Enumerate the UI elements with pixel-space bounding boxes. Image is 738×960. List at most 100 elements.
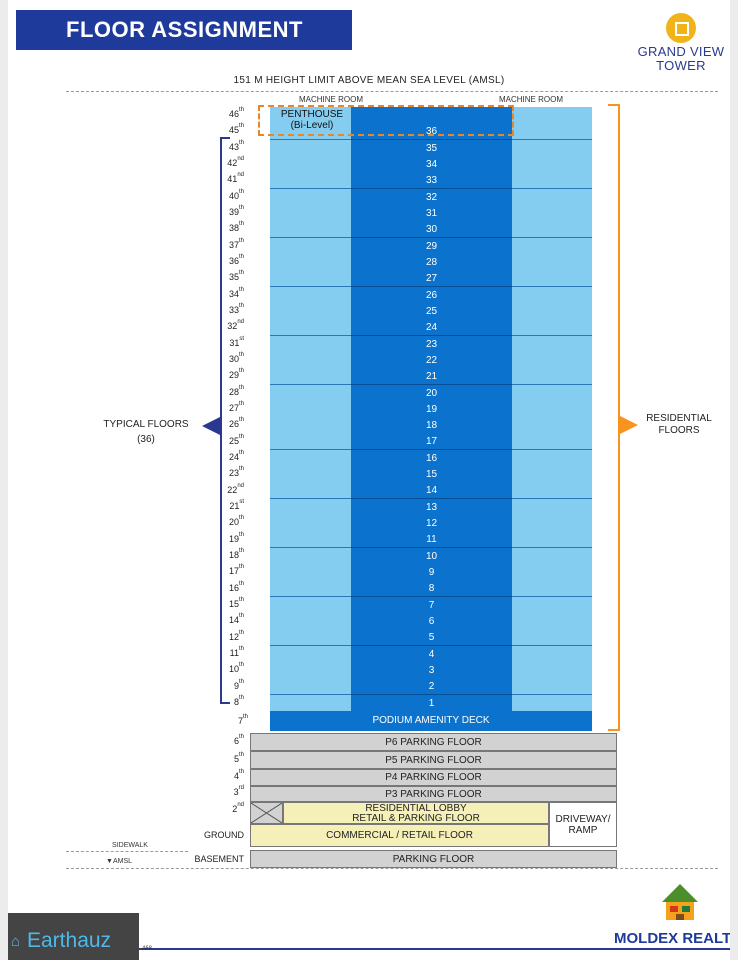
floor-ordinal: nd: [237, 172, 244, 179]
tower-right-unit: [512, 155, 592, 173]
floor-ordinal: th: [238, 734, 244, 740]
tower-left-unit: [270, 433, 351, 451]
tower-left-unit: [270, 188, 351, 206]
tower-left-unit: [270, 335, 351, 353]
tower-floor-number: 15: [351, 466, 512, 484]
typical-floors-count: (36): [137, 434, 155, 445]
penthouse-line-1: PENTHOUSE: [280, 109, 344, 120]
floor-number: 10: [228, 664, 239, 675]
tower-floor-number: 12: [351, 515, 512, 533]
tower-left-unit: [270, 302, 351, 320]
floor-number: 6: [233, 736, 239, 746]
tower-right-unit: [512, 139, 592, 157]
floor-ordinal: th: [238, 352, 244, 359]
parking-floor-p6: P6 PARKING FLOOR: [250, 733, 617, 751]
floor-ordinal: th: [238, 221, 244, 228]
floor-label: 36th: [194, 254, 244, 266]
tower-left-unit: [270, 596, 351, 614]
tower-right-unit: [512, 123, 592, 141]
floor-number: 16: [228, 582, 239, 593]
floor-number: 3: [233, 787, 239, 797]
podium-amenity-deck: PODIUM AMENITY DECK: [270, 711, 592, 731]
floor-label: 24th: [194, 450, 244, 462]
tower-right-unit: [512, 449, 592, 467]
tower-right-unit: [512, 613, 592, 631]
floor-label: 42nd: [194, 156, 244, 168]
floor-label: 33th: [194, 303, 244, 315]
tower-right-unit: [512, 629, 592, 647]
floor-label: 31st: [194, 336, 244, 348]
footer-rule: [60, 948, 730, 950]
tower-left-unit: [270, 417, 351, 435]
floor-number: 31: [229, 337, 240, 348]
basement-parking-floor: PARKING FLOOR: [250, 850, 617, 868]
tower-left-unit: [270, 580, 351, 598]
tower-left-unit: [270, 466, 351, 484]
tower-left-unit: [270, 613, 351, 631]
tower-right-unit: [512, 188, 592, 206]
amsl-label: AMSL: [112, 858, 132, 865]
floor-label: 29th: [194, 368, 244, 380]
tower-right-unit: [512, 596, 592, 614]
floor-number: 11: [229, 647, 239, 658]
house-icon: ⌂: [11, 933, 21, 950]
tower-floor-number: 16: [351, 449, 512, 467]
tower-floor-number: 21: [351, 368, 512, 386]
floor-label: 25th: [194, 434, 244, 446]
floor-label: 41nd: [194, 172, 244, 184]
tower-right-unit: [512, 221, 592, 239]
tower-right-unit: [512, 466, 592, 484]
tower-right-unit: [512, 302, 592, 320]
tower-left-unit: [270, 645, 351, 663]
residential-floors-bracket: [608, 104, 620, 731]
tower-right-unit: [512, 662, 592, 680]
watermark-badge: ⌂ Earthauz: [8, 913, 139, 960]
floor-label: 35th: [194, 270, 244, 283]
tower-left-unit: [270, 384, 351, 402]
floor-number: 32: [227, 321, 238, 332]
floor-number: 28: [228, 386, 239, 397]
tower-right-unit: [512, 417, 592, 435]
tower-right-unit: [512, 433, 592, 451]
floor-number: 27: [228, 403, 239, 413]
driveway-ramp: DRIVEWAY/ RAMP: [549, 802, 617, 847]
tower-right-unit: [512, 172, 592, 190]
floor-number: 30: [228, 354, 239, 365]
floor-number: 35: [228, 272, 239, 283]
tower-right-unit: [512, 498, 592, 516]
amsl-line: [66, 868, 718, 869]
machine-room-left-label: MACHINE ROOM: [299, 95, 363, 104]
floor-label: 39th: [194, 205, 244, 218]
parking-floor-p3: P3 PARKING FLOOR: [250, 786, 617, 802]
floor-number: 17: [228, 566, 239, 577]
floor-number: 7: [237, 716, 243, 726]
watermark-text: Earthauz: [27, 929, 112, 952]
tower-floor-number: 27: [351, 270, 512, 288]
floor-number: 14: [228, 615, 239, 626]
tower-floor-number: 13: [351, 498, 512, 516]
floor-ordinal: th: [238, 645, 244, 652]
floor-label: 15th: [194, 596, 244, 609]
floor-label: 32nd: [194, 319, 244, 332]
floor-number: 39: [228, 207, 239, 218]
floor-label-basement: BASEMENT: [194, 854, 244, 864]
floor-ordinal: th: [238, 596, 244, 603]
floor-ordinal: th: [238, 401, 244, 407]
tower-right-unit: [512, 400, 592, 418]
parking-floor-p5: P5 PARKING FLOOR: [250, 751, 617, 769]
floor-ordinal: th: [238, 188, 244, 195]
tower-left-unit: [270, 155, 351, 173]
typical-floors-label: TYPICAL FLOORS (36): [94, 419, 198, 446]
tower-left-unit: [270, 531, 351, 549]
tower-floor-number: 23: [351, 335, 512, 353]
tower-right-unit: [512, 531, 592, 549]
floor-label: 23th: [194, 466, 244, 478]
tower-left-unit: [270, 253, 351, 271]
tower-left-unit: [270, 221, 351, 239]
tower-left-unit: [270, 400, 351, 418]
floor-label: 22nd: [194, 483, 244, 495]
floor-label-4: 4th: [194, 769, 244, 781]
floor-assignment-sheet: FLOOR ASSIGNMENT GRAND VIEW TOWER 151 M …: [8, 0, 730, 960]
lobby-void-cell: [250, 802, 283, 824]
tower-left-unit: [270, 678, 351, 696]
